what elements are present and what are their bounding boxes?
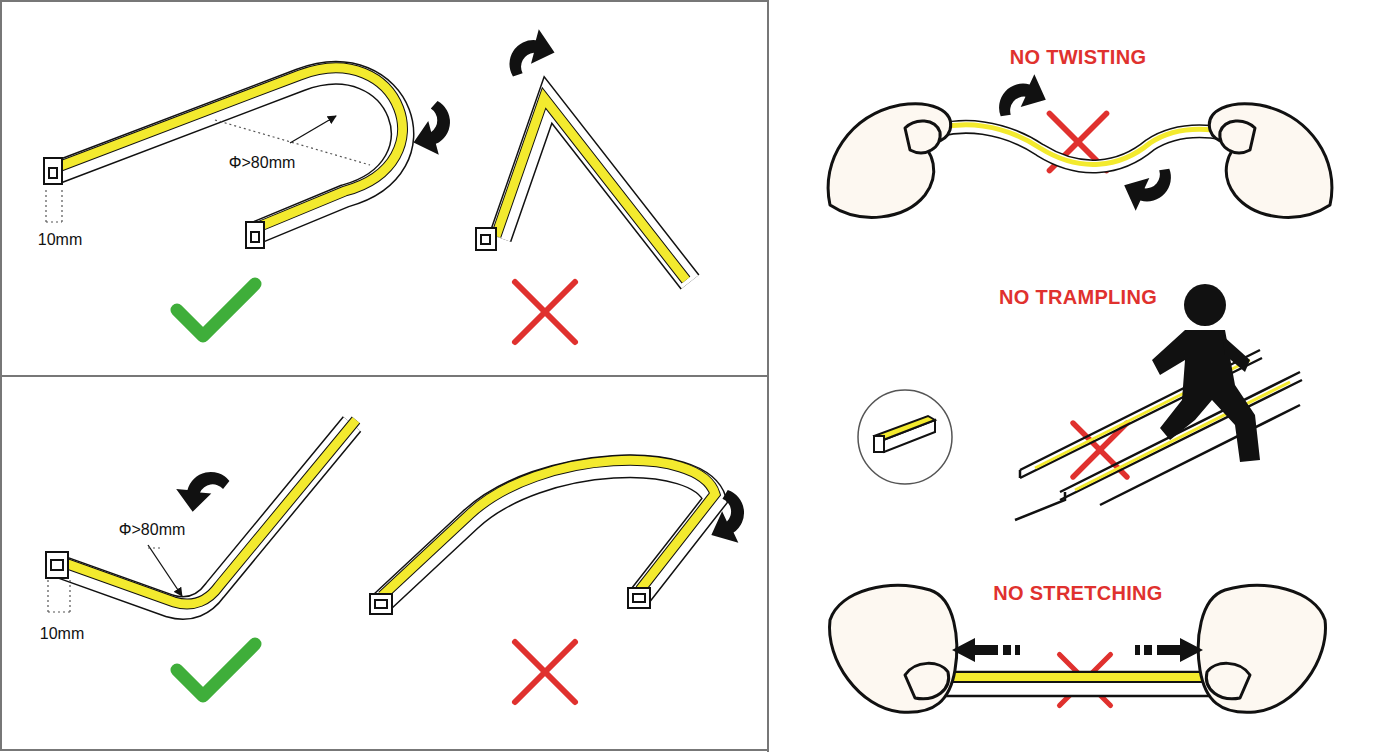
curved-arrow: [175, 459, 231, 513]
dimension-line: [45, 190, 46, 222]
led-strip: [382, 460, 715, 596]
check-mark: [177, 284, 255, 696]
stairs: [1015, 350, 1302, 520]
strip-end: [370, 594, 392, 614]
check-mark: [177, 284, 255, 336]
hand: [905, 663, 949, 698]
led-strip: [58, 68, 715, 608]
dimension-line: [47, 580, 48, 612]
stairs: [1019, 470, 1022, 478]
strip-end: [246, 222, 264, 248]
dimension-line: [48, 611, 70, 612]
strip-detail: [874, 436, 884, 452]
led-strip: [62, 420, 356, 604]
strip-end: [251, 232, 259, 242]
hand: [828, 104, 1332, 218]
led-strip: [496, 98, 686, 280]
dimension-label: 10mm: [38, 625, 86, 643]
pull-arrow: [1003, 645, 1011, 655]
curved-arrow: [709, 489, 754, 544]
person: [1222, 335, 1250, 372]
pull-arrow: [1144, 645, 1152, 655]
strip-detail: [858, 390, 952, 484]
hand: [828, 104, 951, 218]
pull-arrow: [1157, 638, 1203, 662]
strip-end: [633, 594, 645, 602]
hand: [1220, 121, 1255, 153]
strip-end: [44, 158, 62, 184]
pull-arrow: [1015, 645, 1020, 655]
led-strip: [382, 460, 715, 596]
panel-frame: [0, 1, 768, 750]
dimension-line: [61, 190, 62, 222]
strip-end: [375, 600, 387, 608]
dimension-label: Φ>80mm: [227, 154, 298, 172]
person: [1152, 330, 1260, 462]
strip-end: [628, 588, 650, 608]
strip-detail: [858, 390, 952, 484]
led-strip: [58, 68, 402, 227]
dimension-line: [148, 545, 182, 596]
twisted-strip: [915, 125, 1245, 167]
strip-end: [44, 158, 650, 614]
twisted-strip: [915, 125, 1245, 165]
person: [1152, 284, 1260, 462]
dimension-label: Φ>80mm: [117, 521, 188, 539]
cross-mark: [515, 114, 1127, 706]
hand: [905, 121, 940, 153]
panel-frame: [1, 1, 768, 750]
panel-frame: [0, 375, 768, 377]
twisted-strip: [915, 127, 1245, 167]
strip-end: [49, 168, 57, 178]
warning-heading: NO TRAMPLING: [997, 286, 1159, 309]
led-strip: [496, 98, 686, 280]
dimension-line: [46, 221, 62, 222]
warning-heading: NO TWISTING: [1008, 46, 1149, 69]
dimension-line: [46, 116, 370, 612]
flat-strip: [925, 672, 1230, 682]
curved-arrow: [991, 74, 1046, 119]
curved-arrow: [499, 28, 556, 78]
led-strip: [382, 466, 715, 602]
pull-arrow: [1135, 645, 1140, 655]
flat-strip: [925, 672, 1230, 696]
pull-arrow: [952, 638, 1203, 662]
strip-end: [481, 235, 490, 244]
strip-end: [51, 560, 63, 570]
dimension-line: [290, 116, 336, 143]
divider: [767, 0, 769, 752]
stairs: [1015, 492, 1065, 520]
person: [1184, 284, 1226, 326]
flat-strip: [925, 672, 1230, 696]
dimension-line: [148, 547, 160, 548]
led-strip: [62, 420, 356, 604]
hand: [1198, 585, 1325, 712]
strip-end: [46, 552, 68, 578]
pull-arrow: [952, 638, 998, 662]
led-strip: [58, 68, 402, 227]
hand: [1206, 663, 1250, 698]
dimension-line: [69, 580, 70, 612]
hand: [1209, 104, 1332, 218]
led-strip: [382, 466, 715, 602]
hand: [830, 585, 957, 712]
cross-mark: [515, 282, 575, 342]
cross-mark: [515, 642, 575, 702]
twisted-strip: [915, 127, 1245, 167]
curved-arrow: [1124, 167, 1179, 212]
strip-end: [476, 228, 496, 250]
dimension-label: 10mm: [36, 231, 84, 249]
curved-arrow: [412, 100, 462, 157]
warning-heading: NO STRETCHING: [991, 582, 1164, 605]
check-mark: [177, 644, 255, 696]
